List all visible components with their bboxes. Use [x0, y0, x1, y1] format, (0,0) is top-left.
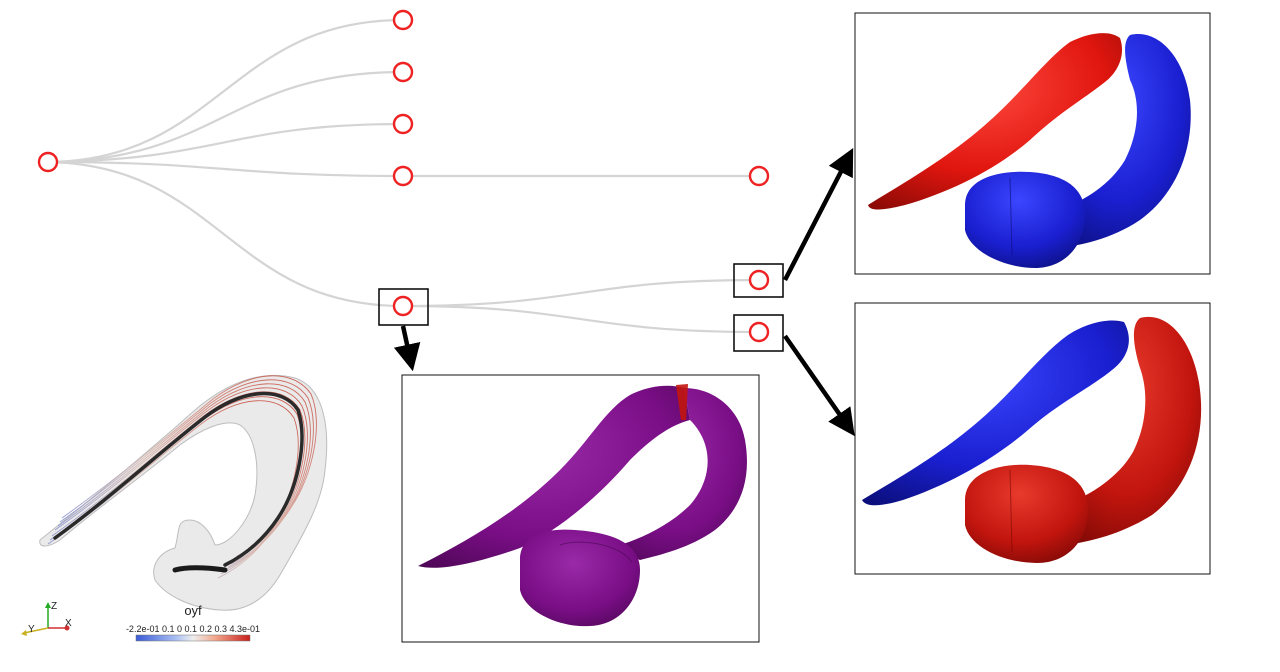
selection-box-node-5 [378, 288, 429, 326]
tree-node-root [37, 151, 59, 173]
tree-node-8 [748, 321, 770, 343]
axis-z-arrow [45, 602, 51, 608]
streamline-inset [39, 374, 328, 611]
axis-y-line [23, 627, 49, 634]
orientation-axes: Z Y X [21, 601, 72, 636]
head-centerline [172, 565, 228, 573]
edge-root-to-n4 [47, 160, 404, 178]
selection-boxes [378, 263, 784, 352]
hippocampus-render-purple [418, 384, 747, 627]
tree-node-1 [392, 9, 414, 31]
translucent-shell [39, 374, 328, 611]
panel-top-right [854, 12, 1211, 275]
axis-x-marker [64, 625, 70, 631]
edge-root-to-n5 [47, 160, 404, 308]
arrow-to-top-right-panel [783, 148, 854, 282]
hippocampus-render-red-blue [868, 33, 1191, 268]
tree-edges [47, 18, 760, 334]
arrow-to-bottom-center-panel [393, 325, 421, 372]
edge-n5-to-n7 [402, 278, 760, 308]
axis-x-label: X [65, 618, 72, 629]
axis-y-label: Y [28, 624, 35, 635]
tree-node-2 [392, 61, 414, 83]
arrow-to-bottom-right-panel [783, 334, 855, 437]
colorbar-title: oyf [184, 603, 202, 618]
axis-y-arrow [21, 630, 27, 636]
edge-root-to-n1 [47, 18, 404, 164]
tree-node-6 [748, 165, 770, 187]
tree-node-3 [392, 113, 414, 135]
edge-root-to-n3 [47, 122, 404, 164]
tree-node-4 [392, 165, 414, 187]
colorbar: oyf -2.2e-01 0.1 0 0.1 0.2 0.3 4.3e-01 [126, 603, 260, 642]
panel-bottom-right [854, 302, 1211, 575]
edge-n5-to-n8 [402, 304, 760, 334]
selection-box-node-7 [733, 263, 784, 298]
hippocampus-render-blue-red [862, 316, 1202, 563]
axis-z-label: Z [51, 601, 57, 612]
panel-bottom-center [401, 374, 760, 643]
colorbar-gradient [135, 634, 251, 642]
colorbar-tick-labels: -2.2e-01 0.1 0 0.1 0.2 0.3 4.3e-01 [126, 624, 260, 634]
tree-nodes [37, 9, 770, 343]
centerline [53, 391, 304, 567]
arrows [393, 148, 855, 437]
selection-box-node-8 [733, 314, 784, 352]
edge-root-to-n2 [47, 70, 404, 164]
tree-node-5 [392, 295, 414, 317]
tree-node-7 [748, 269, 770, 291]
